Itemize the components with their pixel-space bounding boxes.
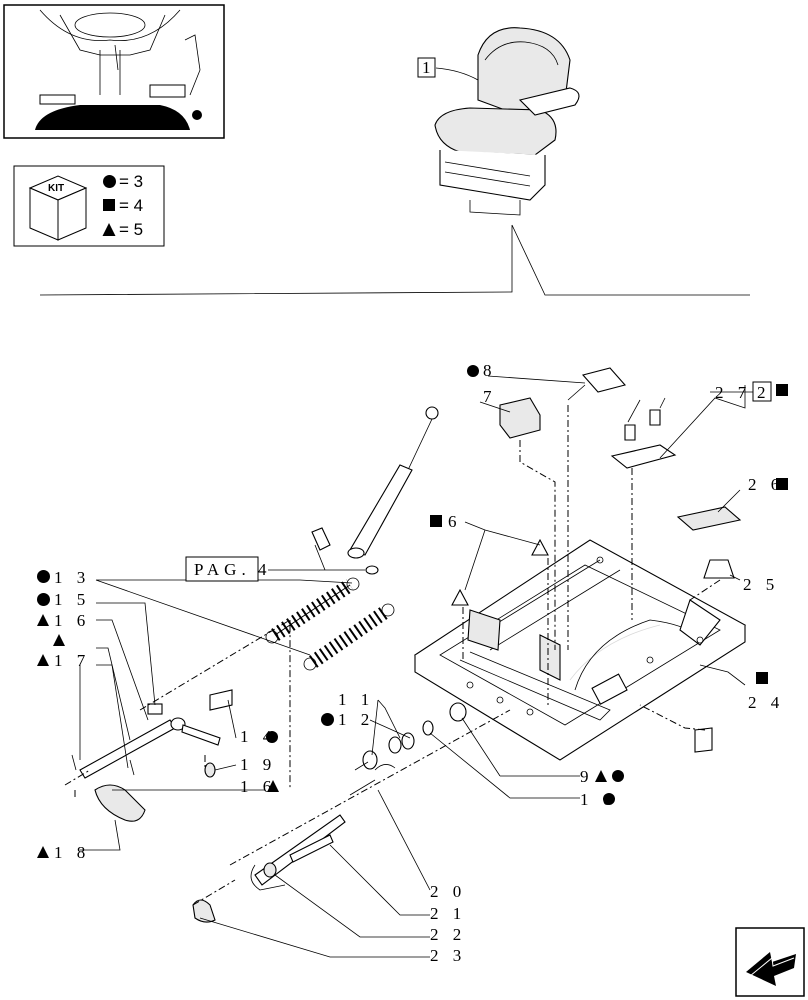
circle-symbol-icon <box>37 593 50 606</box>
triangle-symbol-icon <box>53 634 65 646</box>
circle-symbol-icon <box>266 731 278 743</box>
kit-triangle-value: = 5 <box>119 220 143 239</box>
page-reference[interactable]: PAG. 4 <box>185 556 272 582</box>
label-15: 1 5 <box>54 590 90 609</box>
label-10: 1 0 <box>580 790 616 809</box>
square-symbol-icon <box>430 515 442 527</box>
label-20: 2 0 <box>430 882 466 901</box>
part-labels: 8 7 2 7 2 2 6 2 5 2 4 6 1 3 1 5 1 6 1 7 … <box>37 361 788 965</box>
label-23: 2 3 <box>430 946 466 965</box>
page-ref-text: PAG. <box>194 560 251 579</box>
label-17: 1 7 <box>54 651 90 670</box>
label-2-box: 2 <box>757 383 771 402</box>
label-16b: 1 6 <box>240 777 276 796</box>
label-13: 1 3 <box>54 568 90 587</box>
label-11: 1 1 <box>338 690 374 709</box>
square-symbol-icon <box>776 384 788 396</box>
triangle-symbol-icon <box>37 846 49 858</box>
kit-label: KIT <box>48 183 64 194</box>
square-symbol-icon <box>776 478 788 490</box>
label-27: 2 7 <box>715 383 751 402</box>
label-21: 2 1 <box>430 904 466 923</box>
kit-legend: KIT = 3 = 4 = 5 <box>13 165 165 247</box>
seat-ref-label: 1 <box>422 58 436 77</box>
top-parts <box>451 367 742 753</box>
circle-symbol-icon <box>467 365 479 377</box>
label-12: 1 2 <box>338 710 374 729</box>
leader-lines <box>79 375 760 958</box>
kit-square-value: = 4 <box>119 196 143 215</box>
label-25: 2 5 <box>743 575 779 594</box>
label-24: 2 4 <box>748 693 784 712</box>
page-ref-value: 4 <box>258 560 272 579</box>
circle-symbol-icon <box>321 713 334 726</box>
triangle-symbol-icon <box>37 614 49 626</box>
label-8: 8 <box>483 361 497 380</box>
seat-overview: 1 <box>39 27 750 296</box>
square-symbol-icon <box>103 199 115 211</box>
label-26: 2 6 <box>748 475 784 494</box>
label-14: 1 4 <box>240 727 276 746</box>
lever-assembly <box>71 689 233 822</box>
label-9: 9 <box>580 767 594 786</box>
tractor-cab-thumbnail <box>3 4 225 139</box>
release-strap <box>192 814 346 923</box>
label-19: 1 9 <box>240 755 276 774</box>
gas-strut <box>311 406 439 575</box>
label-6: 6 <box>448 512 462 531</box>
label-7: 7 <box>483 387 497 406</box>
assembly-lines <box>64 405 721 906</box>
triangle-symbol-icon <box>37 654 49 666</box>
circle-symbol-icon <box>103 175 116 188</box>
circle-symbol-icon <box>603 793 615 805</box>
label-16: 1 6 <box>54 611 90 630</box>
circle-symbol-icon <box>37 570 50 583</box>
label-22: 2 2 <box>430 925 466 944</box>
circle-symbol-icon <box>612 770 624 782</box>
label-18: 1 8 <box>54 843 90 862</box>
next-page-arrow-icon <box>746 952 796 986</box>
seat-base-frame <box>413 539 747 761</box>
square-symbol-icon <box>756 672 768 684</box>
next-page-button[interactable] <box>735 927 805 997</box>
bushings <box>349 702 467 796</box>
springs <box>265 577 395 671</box>
triangle-symbol-icon <box>595 770 607 782</box>
kit-circle-value: = 3 <box>119 172 143 191</box>
